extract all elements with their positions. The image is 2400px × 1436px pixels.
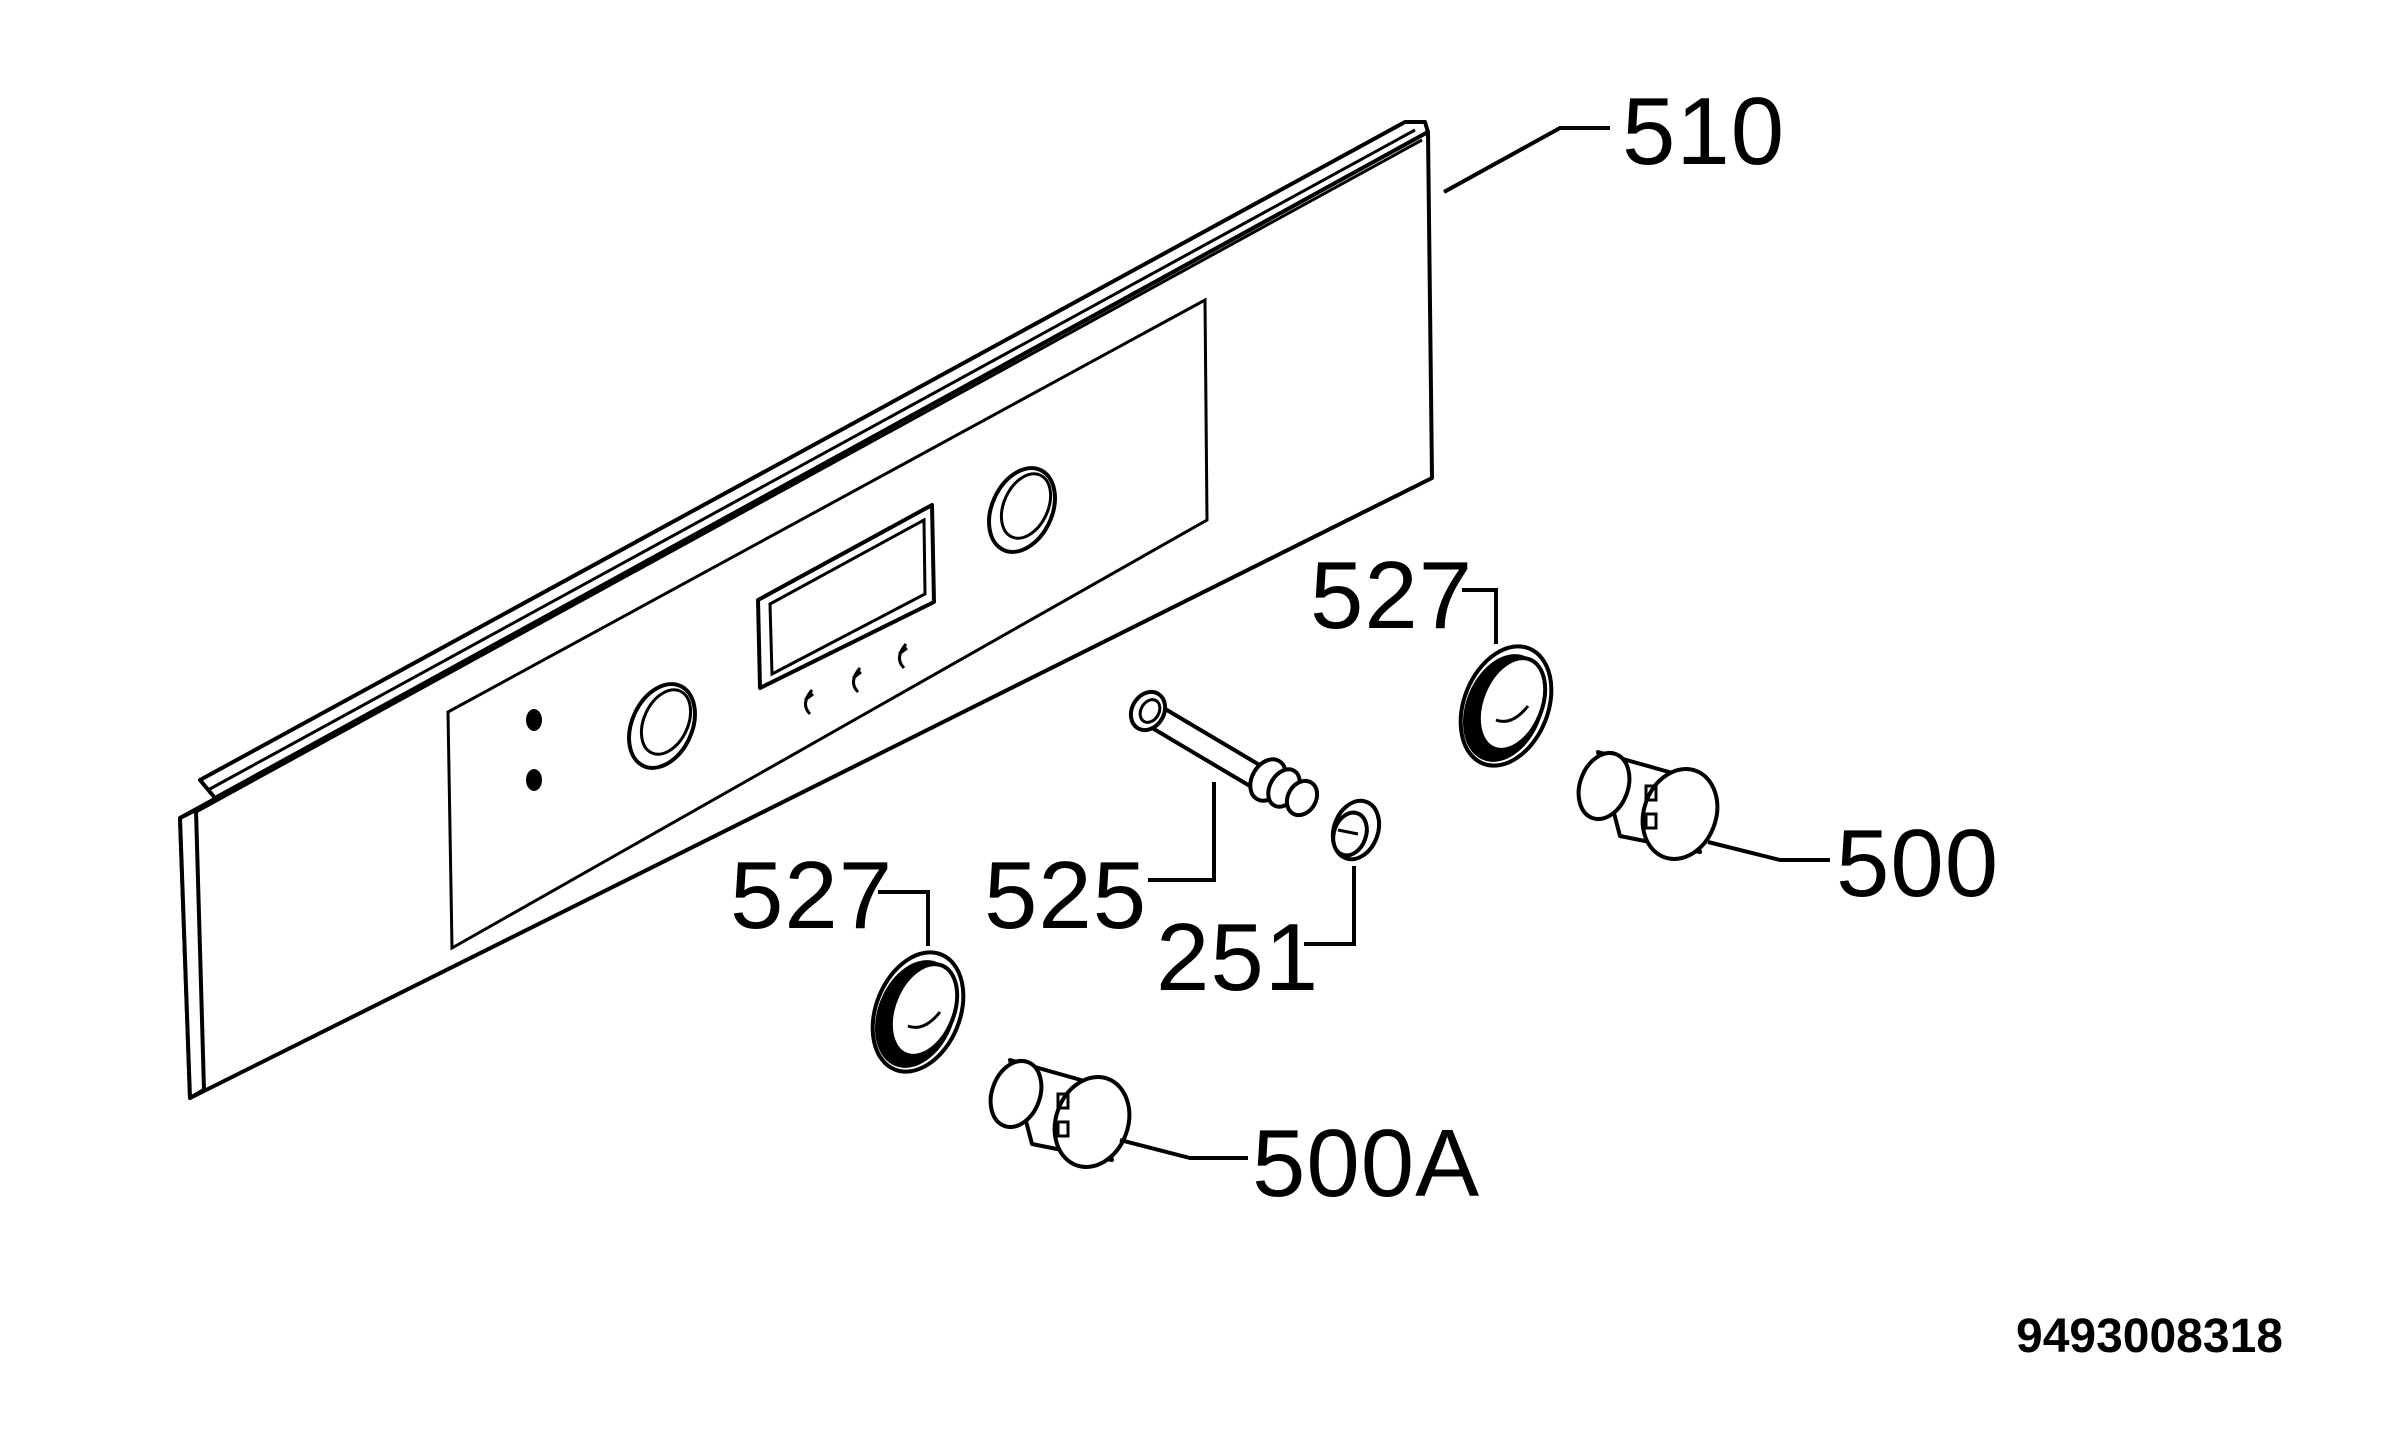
small-knob-251 — [1330, 798, 1382, 862]
leader-527-upper — [1462, 588, 1498, 644]
leader-500 — [1707, 840, 1830, 862]
indicator-hole-2 — [526, 769, 542, 791]
button-3 — [898, 643, 908, 670]
ring-527-upper — [1458, 644, 1554, 768]
button-1 — [804, 689, 814, 716]
leader-525 — [1148, 782, 1216, 882]
ring-527-lower — [870, 950, 966, 1074]
label-525: 525 — [984, 842, 1147, 949]
label-500a: 500A — [1252, 1110, 1480, 1217]
knob-500a — [988, 1058, 1132, 1169]
drawing-number: 9493008318 — [2016, 1310, 2283, 1363]
indicator-hole-1 — [526, 709, 542, 731]
label-510: 510 — [1622, 78, 1785, 185]
label-527-upper: 527 — [1310, 542, 1473, 649]
panel-side-edge — [178, 808, 206, 1100]
label-500: 500 — [1836, 810, 1999, 917]
leader-527-lower — [878, 890, 930, 946]
button-2 — [852, 667, 862, 694]
label-527-lower: 527 — [730, 842, 893, 949]
display-window — [756, 503, 936, 690]
label-251: 251 — [1156, 904, 1319, 1011]
shaft-525 — [1128, 689, 1320, 818]
knob-500 — [1576, 750, 1720, 861]
leader-500a — [1119, 1138, 1248, 1160]
panel-fascia — [446, 297, 1209, 951]
leader-251 — [1304, 866, 1356, 946]
control-panel — [178, 120, 1434, 1100]
leader-510 — [1443, 126, 1610, 194]
